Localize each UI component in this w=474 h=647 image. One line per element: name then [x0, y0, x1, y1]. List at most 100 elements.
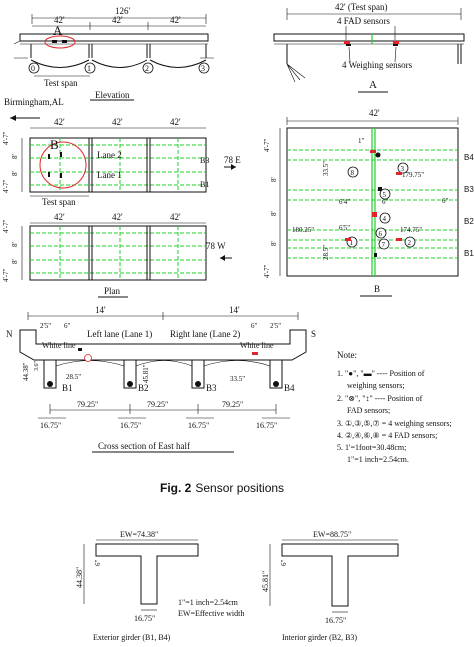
plan-direction-east: 78 E: [224, 155, 241, 165]
sensor-num-6: 6: [379, 230, 383, 238]
plan-span-w1: 42': [54, 212, 65, 222]
elevation-title: Elevation: [95, 90, 130, 100]
detail-a-view: 42' (Test span) 4 FAD sensors 4 Weighing…: [273, 2, 465, 93]
detail-b-letter: B: [50, 137, 59, 152]
plan-lane-2: Lane 2: [97, 150, 122, 160]
section-d4: 2'5": [270, 322, 281, 330]
span-label-3: 42': [170, 15, 181, 25]
section-web-1: 16.75": [40, 421, 61, 430]
detail-b-span: 42': [369, 108, 380, 118]
section-beam-b3: B3: [206, 383, 217, 393]
section-d5: 28.5": [66, 373, 81, 381]
detail-b-beam-b4: B4: [464, 153, 474, 162]
plan-w-dim-1: 4'-7": [2, 219, 10, 233]
plan-span-w2: 42': [112, 212, 123, 222]
span-label-2: 42': [112, 15, 123, 25]
section-spacing-3: 79.25": [222, 400, 243, 409]
section-spacing-2: 79.25": [147, 400, 168, 409]
detail-b-d9: 28.5": [322, 245, 330, 260]
section-beam-b4: B4: [284, 383, 295, 393]
detail-b-beam-b2: B2: [464, 217, 474, 226]
int-girder-title: Interior girder (B2, B3): [282, 633, 357, 642]
section-width-right: 14': [229, 305, 240, 315]
detail-b-d5: 6'5": [339, 224, 350, 232]
note-line-1b: weighing sensors;: [347, 381, 405, 390]
detail-b-d6: 6": [442, 197, 449, 205]
plan-dim-4: 4'-7": [2, 179, 10, 193]
plan-title: Plan: [104, 286, 121, 296]
support-0: 0: [31, 64, 35, 73]
fad-sensor-label: 4 FAD sensors: [337, 16, 390, 26]
ext-web-width: 16.75": [134, 614, 155, 623]
sensor-num-2: 2: [408, 239, 412, 247]
plan-direction-west: 78 W: [206, 241, 226, 251]
girder-note-2: EW=Effective width: [178, 609, 244, 618]
detail-b-d1: 1": [358, 137, 365, 145]
sensor-num-1: 1: [350, 239, 354, 247]
sensor-num-4: 4: [383, 215, 387, 223]
support-1: 1: [87, 64, 91, 73]
int-girder-shape: [281, 543, 399, 607]
note-line-5: 5. 1'=1foot=30.48cm;: [337, 443, 406, 452]
section-d1: 2'5": [40, 322, 51, 330]
section-right-lane: Right lane (Lane 2): [170, 329, 240, 339]
section-beam-b2: B2: [138, 383, 149, 393]
plan-beam-b1: B1: [200, 180, 209, 189]
int-web-width: 16.75": [325, 616, 346, 625]
section-d3: 6": [251, 322, 258, 330]
detail-b-dim-5: 4'-7": [263, 264, 271, 278]
section-south: S: [311, 329, 316, 339]
location-label: Birmingham,AL: [4, 97, 64, 107]
detail-b-d8: 174.75": [400, 226, 422, 234]
detail-b-marker: [39, 141, 87, 189]
plan-span-1: 42': [54, 117, 65, 127]
detail-b-d3: 179.75": [402, 171, 424, 179]
total-span-label: 126': [115, 6, 131, 16]
section-spacing-1: 79.25": [77, 400, 98, 409]
detail-b-d10: 6": [382, 198, 389, 206]
note-block: Note: 1. "●", "▬" ---- Position of weigh…: [337, 350, 452, 464]
caption-text: Sensor positions: [195, 481, 284, 495]
section-d6: 33.5": [230, 375, 245, 383]
section-d9: 3.6": [34, 361, 40, 372]
section-web-4: 16.75": [256, 421, 277, 430]
plan-test-span: Test span: [42, 197, 76, 207]
sensor-num-5: 5: [383, 191, 387, 199]
plan-span-w3: 42': [170, 212, 181, 222]
ext-height: 44.38": [75, 567, 84, 588]
int-height: 45.81": [261, 571, 270, 592]
plan-dim-2: 8': [11, 154, 19, 159]
plan-span-2: 42': [112, 117, 123, 127]
int-effective-width: EW=88.75": [313, 530, 351, 539]
plan-lane-1: Lane 1: [97, 170, 122, 180]
detail-b-title: B: [374, 284, 380, 294]
section-d7: 44.38": [22, 362, 30, 381]
plan-span-3: 42': [170, 117, 181, 127]
detail-b-dim-4: 8': [270, 241, 278, 246]
weighing-sensor-label: 4 Weighing sensors: [342, 60, 413, 70]
plan-beam-b3: B3: [200, 156, 209, 165]
detail-b-dim-2: 8': [270, 177, 278, 182]
detail-b-d4: 6'4": [339, 198, 350, 206]
ext-girder-title: Exterior girder (B1, B4): [93, 633, 171, 642]
note-line-3: 3. ①,③,⑤,⑦ = 4 weighing sensors;: [337, 419, 452, 428]
section-title: Cross section of East half: [98, 441, 190, 451]
ext-flange-thickness: 6": [94, 560, 102, 567]
plan-w-dim-2: 8': [11, 242, 19, 247]
note-title: Note:: [337, 350, 357, 360]
note-line-1: 1. "●", "▬" ---- Position of: [337, 369, 425, 378]
plan-dim-3: 8': [11, 171, 19, 176]
girder-note-1: 1"=1 inch=2.54cm: [178, 598, 239, 607]
detail-b-beam-b3: B3: [464, 185, 474, 194]
note-line-2: 2. "⊗", "↕" ---- Position of: [337, 394, 423, 403]
caption-bold: Fig. 2: [160, 481, 192, 495]
bridge-deck: [19, 33, 209, 42]
section-white-line-left: White line: [42, 341, 76, 350]
ext-effective-width: EW=74.38": [120, 530, 158, 539]
detail-b-d7: 180.25": [292, 226, 314, 234]
interior-girder: EW=88.75" 45.81" 6" 16.75" Interior gird…: [261, 530, 399, 642]
sensor-num-8: 8: [351, 169, 355, 177]
